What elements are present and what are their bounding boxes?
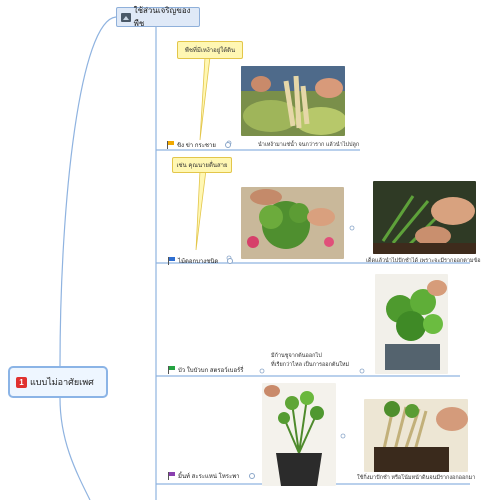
callout-pointer-2 bbox=[195, 169, 207, 251]
link-dot bbox=[259, 368, 265, 374]
topic-number-badge: 1 bbox=[16, 376, 27, 388]
yellow-flag-icon bbox=[167, 141, 174, 149]
photo-mint-pot bbox=[262, 383, 336, 486]
photo-cutting-plant bbox=[241, 187, 344, 259]
topic-node-label: ใช้ส่วนเจริญของพืช bbox=[133, 6, 191, 28]
collapse-toggle[interactable] bbox=[227, 258, 234, 264]
green-flag-icon bbox=[168, 366, 175, 374]
purple-flag-icon bbox=[168, 472, 175, 480]
branch-label: ขิง ข่า กระชาย bbox=[177, 143, 216, 149]
link-dot bbox=[340, 433, 346, 439]
image-icon bbox=[121, 12, 131, 22]
link-dot bbox=[359, 368, 365, 374]
callout-label: พืชที่มีเหง้าอยู่ใต้ดิน bbox=[184, 48, 236, 54]
branch-mint[interactable]: มิ้นท์ สะระแหน่ โหระพา bbox=[168, 471, 255, 481]
branch-ginger[interactable]: ขิง ข่า กระชาย bbox=[167, 140, 231, 150]
callout-vine[interactable]: เช่น คุณนายตื่นสาย bbox=[172, 157, 232, 173]
caption-mint: ใช้กิ่งมาปักชำ หรือโน้มหน้าดินจนมีรากงอก… bbox=[357, 475, 476, 481]
collapse-toggle[interactable] bbox=[224, 142, 231, 148]
connector-central-topic bbox=[59, 16, 117, 367]
caption-flowering: เด็ดแล้วนำไปปักชำได้ เพราะจะมีรากออกตามข… bbox=[366, 258, 481, 264]
central-node[interactable]: 1 แบบไม่อาศัยเพศ bbox=[8, 366, 108, 398]
photo-ginger-roots bbox=[241, 66, 345, 136]
caption-ginger: นำเหง้ามาแช่น้ำ จนกว่าราก แล้วนำไปปลูก bbox=[258, 142, 360, 148]
callout-label: เช่น คุณนายตื่นสาย bbox=[176, 163, 228, 169]
branch-flowering-plants[interactable]: ไม้ดอกบางชนิด bbox=[168, 256, 234, 266]
branch-runners[interactable]: บัว ใบบัวบก สตรอว์เบอร์รี่ bbox=[168, 365, 244, 375]
photo-rooting-cutting bbox=[373, 181, 476, 254]
collapse-toggle[interactable] bbox=[248, 473, 255, 479]
caption-line: ที่เรียกว่าไหล เป็นการออกต้นใหม่ bbox=[271, 362, 350, 368]
callout-underground[interactable]: พืชที่มีเหง้าอยู่ใต้ดิน bbox=[177, 41, 243, 59]
central-node-label: แบบไม่อาศัยเพศ bbox=[30, 377, 94, 387]
photo-pennywort bbox=[375, 274, 448, 374]
branch-label: มิ้นท์ สะระแหน่ โหระพา bbox=[178, 474, 240, 480]
caption-line: มีก้านชูจากต้นออกไป bbox=[271, 353, 322, 359]
link-dot bbox=[349, 225, 355, 231]
branch-label: ไม้ดอกบางชนิด bbox=[178, 259, 219, 265]
callout-pointer-1 bbox=[199, 56, 211, 141]
caption-runners: มีก้านชูจากต้นออกไป ที่เรียกว่าไหล เป็นก… bbox=[271, 352, 349, 370]
photo-basil-cuttings bbox=[364, 399, 468, 472]
topic-node[interactable]: ใช้ส่วนเจริญของพืช bbox=[116, 6, 200, 28]
blue-flag-icon bbox=[168, 257, 175, 265]
branch-label: บัว ใบบัวบก สตรอว์เบอร์รี่ bbox=[178, 368, 244, 374]
connector-central-down bbox=[59, 397, 91, 500]
